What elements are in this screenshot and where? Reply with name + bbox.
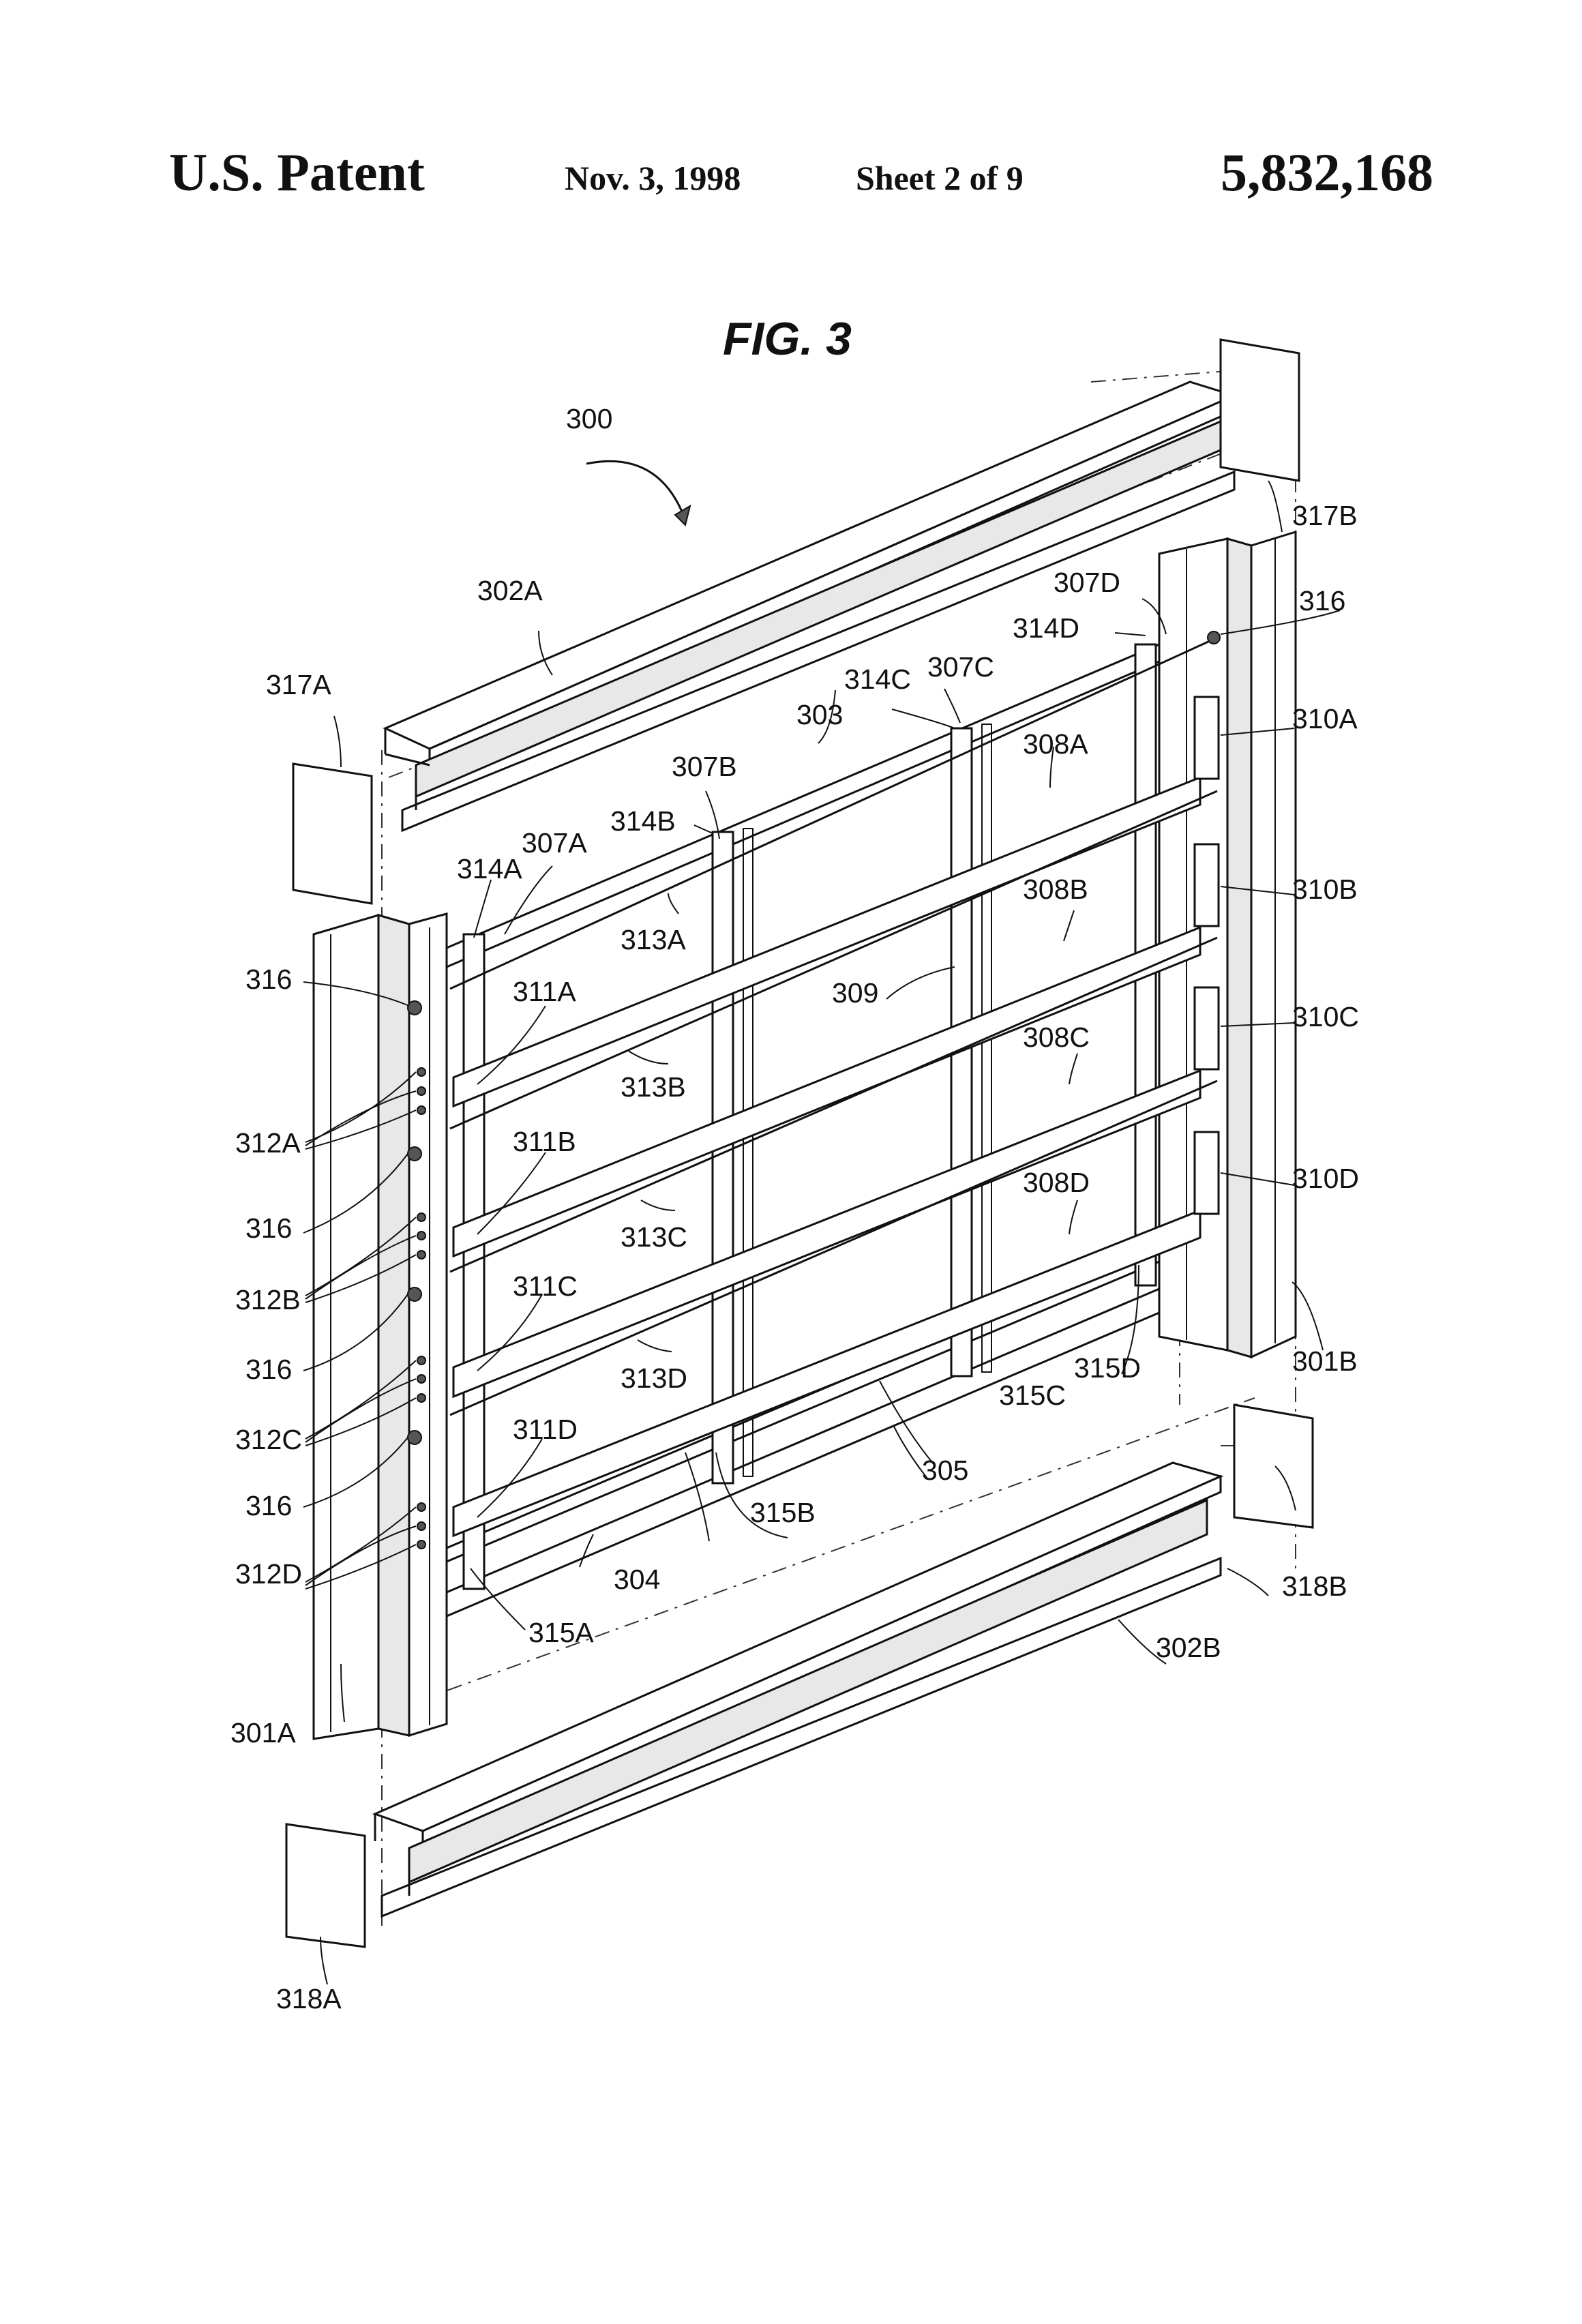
label-312A: 312A xyxy=(235,1127,301,1159)
label-304: 304 xyxy=(614,1564,660,1595)
label-311C: 311C xyxy=(513,1270,578,1302)
top-beam-302A xyxy=(385,382,1234,831)
label-315C: 315C xyxy=(999,1380,1066,1411)
label-307C: 307C xyxy=(927,651,994,683)
label-302A: 302A xyxy=(477,575,543,606)
label-310D: 310D xyxy=(1292,1163,1359,1194)
label-311B: 311B xyxy=(513,1126,576,1157)
label-313B: 313B xyxy=(621,1071,686,1103)
label-314A: 314A xyxy=(457,853,522,884)
label-308A: 308A xyxy=(1023,728,1088,760)
label-305: 305 xyxy=(922,1455,968,1486)
end-plate-317A xyxy=(293,764,372,904)
label-312C: 312C xyxy=(235,1424,302,1455)
arrow-300-head xyxy=(675,506,690,525)
label-316b: 316 xyxy=(245,964,292,995)
label-317B: 317B xyxy=(1292,500,1358,531)
end-plate-317B xyxy=(1221,340,1299,481)
label-313A: 313A xyxy=(621,924,686,955)
label-309: 309 xyxy=(832,977,878,1009)
label-308C: 308C xyxy=(1023,1022,1090,1053)
label-316d: 316 xyxy=(245,1354,292,1385)
label-308B: 308B xyxy=(1023,874,1088,905)
label-315A: 315A xyxy=(528,1617,594,1648)
label-311D: 311D xyxy=(513,1414,578,1445)
label-312B: 312B xyxy=(235,1284,301,1315)
label-303: 303 xyxy=(796,699,843,730)
label-314D: 314D xyxy=(1013,612,1079,644)
label-310B: 310B xyxy=(1292,874,1358,905)
label-300: 300 xyxy=(566,403,612,434)
label-307A: 307A xyxy=(522,827,587,859)
label-318A: 318A xyxy=(276,1983,342,2014)
label-316e: 316 xyxy=(245,1490,292,1521)
label-314B: 314B xyxy=(610,805,676,837)
label-314C: 314C xyxy=(844,664,911,695)
label-307B: 307B xyxy=(672,751,737,782)
label-310A: 310A xyxy=(1292,703,1358,734)
label-312D: 312D xyxy=(235,1558,302,1590)
end-plate-318A xyxy=(286,1824,365,1947)
label-317A: 317A xyxy=(266,669,331,700)
label-313C: 313C xyxy=(621,1221,687,1253)
end-plate-318B xyxy=(1234,1405,1313,1528)
label-307D: 307D xyxy=(1054,567,1120,598)
label-318B: 318B xyxy=(1282,1570,1347,1602)
label-315D: 315D xyxy=(1074,1352,1141,1384)
label-301A: 301A xyxy=(230,1717,296,1748)
label-316a: 316 xyxy=(1299,585,1345,616)
label-315B: 315B xyxy=(750,1497,816,1528)
label-301B: 301B xyxy=(1292,1345,1358,1377)
label-310C: 310C xyxy=(1292,1001,1359,1032)
label-311A: 311A xyxy=(513,976,576,1007)
arrow-300 xyxy=(586,461,682,511)
label-313D: 313D xyxy=(621,1362,687,1394)
label-308D: 308D xyxy=(1023,1167,1090,1198)
label-316c: 316 xyxy=(245,1212,292,1244)
label-302B: 302B xyxy=(1156,1632,1221,1663)
